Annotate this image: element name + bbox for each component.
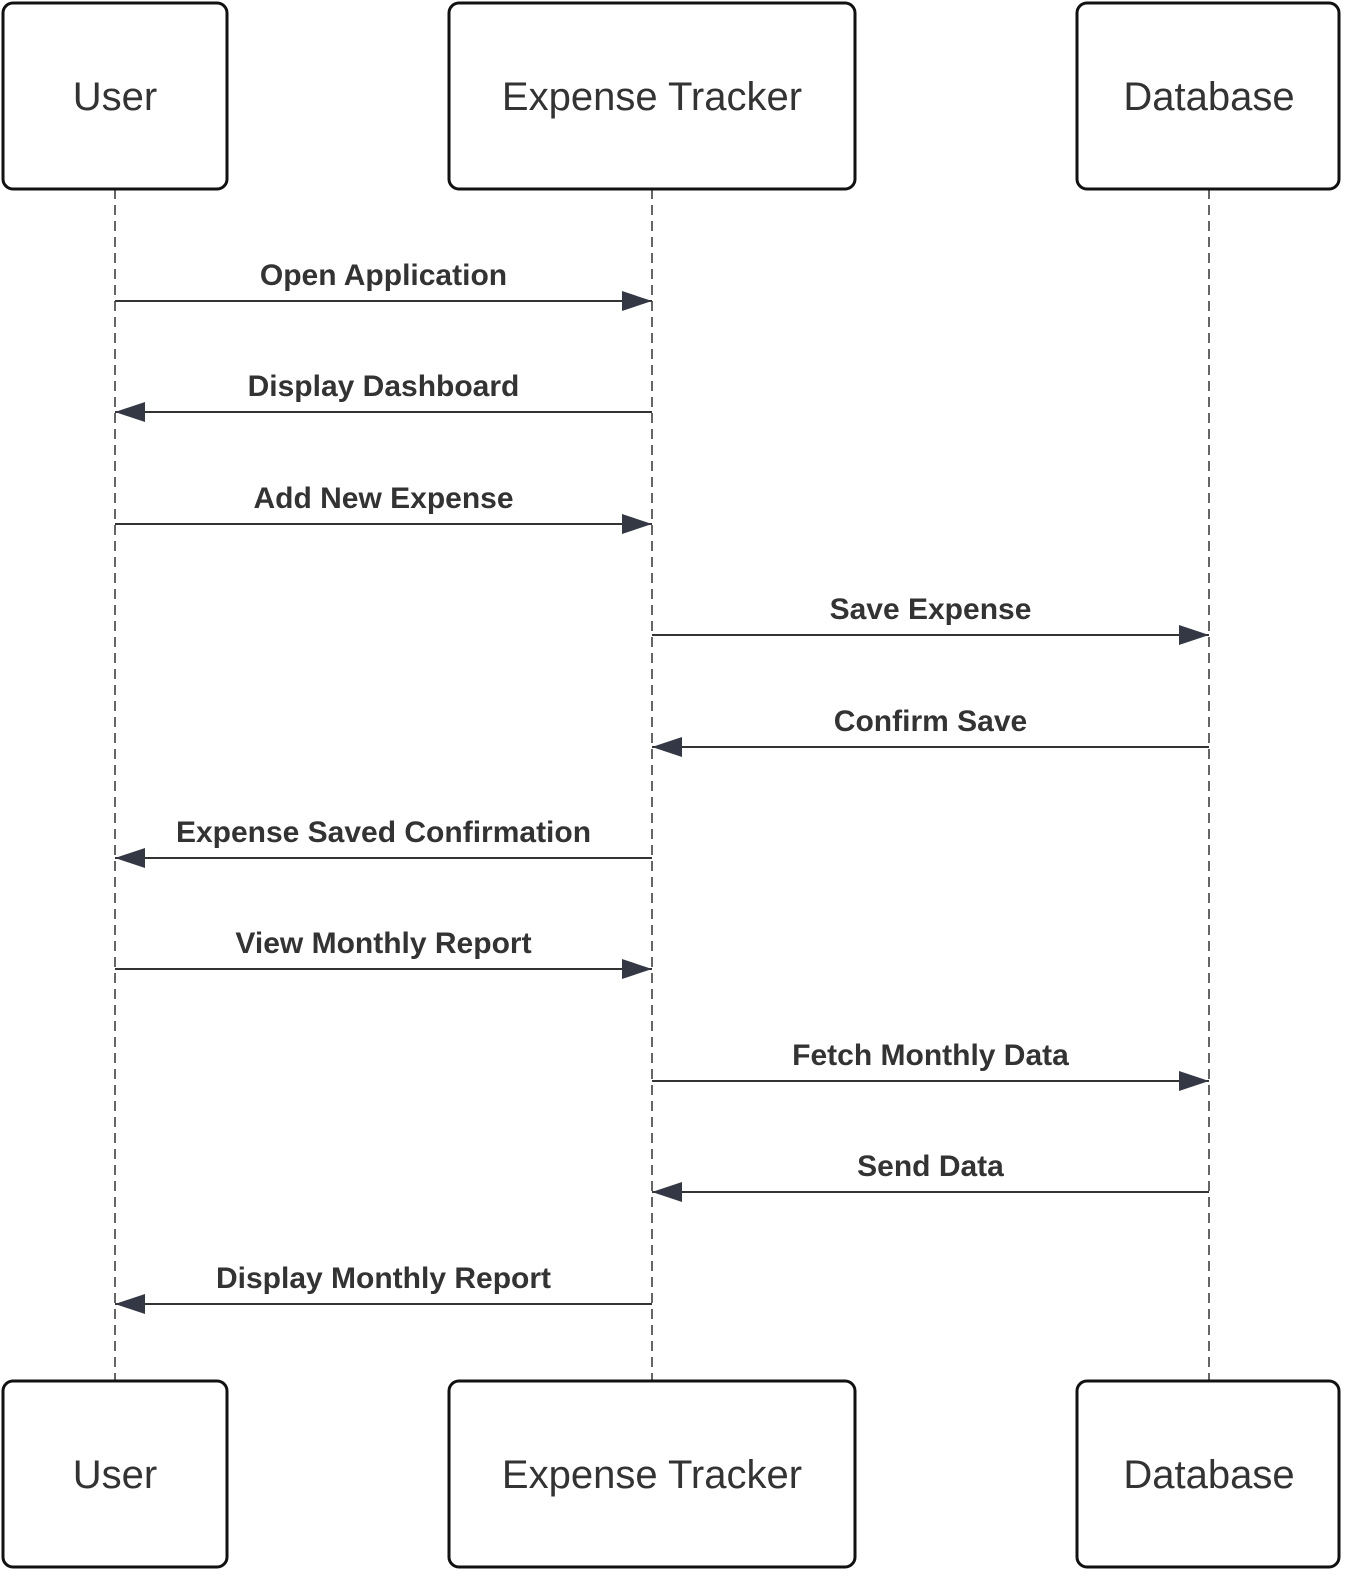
message-8: Fetch Monthly Data	[652, 1039, 1209, 1091]
actor-db-top: Database	[1075, 1, 1341, 191]
actors-bottom: User Expense Tracker Database	[1, 1379, 1341, 1569]
actor-box	[447, 1379, 857, 1569]
message-10: Display Monthly Report	[115, 1262, 652, 1314]
message-label: Fetch Monthly Data	[792, 1039, 1069, 1072]
actor-box	[1, 1, 229, 191]
actor-label: Database	[1123, 1453, 1294, 1497]
actor-label: Expense Tracker	[502, 1453, 802, 1497]
actor-box	[1, 1379, 229, 1569]
actor-tracker-top: Expense Tracker	[447, 1, 857, 191]
message-label: Expense Saved Confirmation	[176, 816, 591, 849]
message-label: Confirm Save	[834, 705, 1027, 738]
message-label: View Monthly Report	[235, 927, 531, 960]
message-label: Add New Expense	[253, 482, 513, 515]
actor-label: User	[73, 1453, 157, 1497]
message-label: Display Dashboard	[248, 370, 520, 403]
actor-tracker-bottom: Expense Tracker	[447, 1379, 857, 1569]
actor-user-bottom: User	[1, 1379, 229, 1569]
message-5: Confirm Save	[652, 705, 1209, 757]
actor-db-bottom: Database	[1075, 1379, 1341, 1569]
actor-label: User	[73, 75, 157, 119]
message-4: Save Expense	[652, 593, 1209, 645]
message-label: Open Application	[260, 259, 507, 292]
message-1: Open Application	[115, 259, 652, 311]
lifelines	[114, 189, 1210, 1381]
actor-box	[1075, 1, 1341, 191]
message-3: Add New Expense	[115, 482, 652, 534]
actor-user-top: User	[1, 1, 229, 191]
message-9: Send Data	[652, 1150, 1209, 1202]
actor-label: Database	[1123, 75, 1294, 119]
message-7: View Monthly Report	[115, 927, 652, 979]
message-6: Expense Saved Confirmation	[115, 816, 652, 868]
actor-box	[1075, 1379, 1341, 1569]
message-label: Save Expense	[830, 593, 1032, 626]
message-2: Display Dashboard	[115, 370, 652, 422]
actors-top: User Expense Tracker Database	[1, 1, 1341, 191]
actor-box	[447, 1, 857, 191]
message-label: Display Monthly Report	[216, 1262, 551, 1295]
actor-label: Expense Tracker	[502, 75, 802, 119]
message-label: Send Data	[857, 1150, 1004, 1183]
